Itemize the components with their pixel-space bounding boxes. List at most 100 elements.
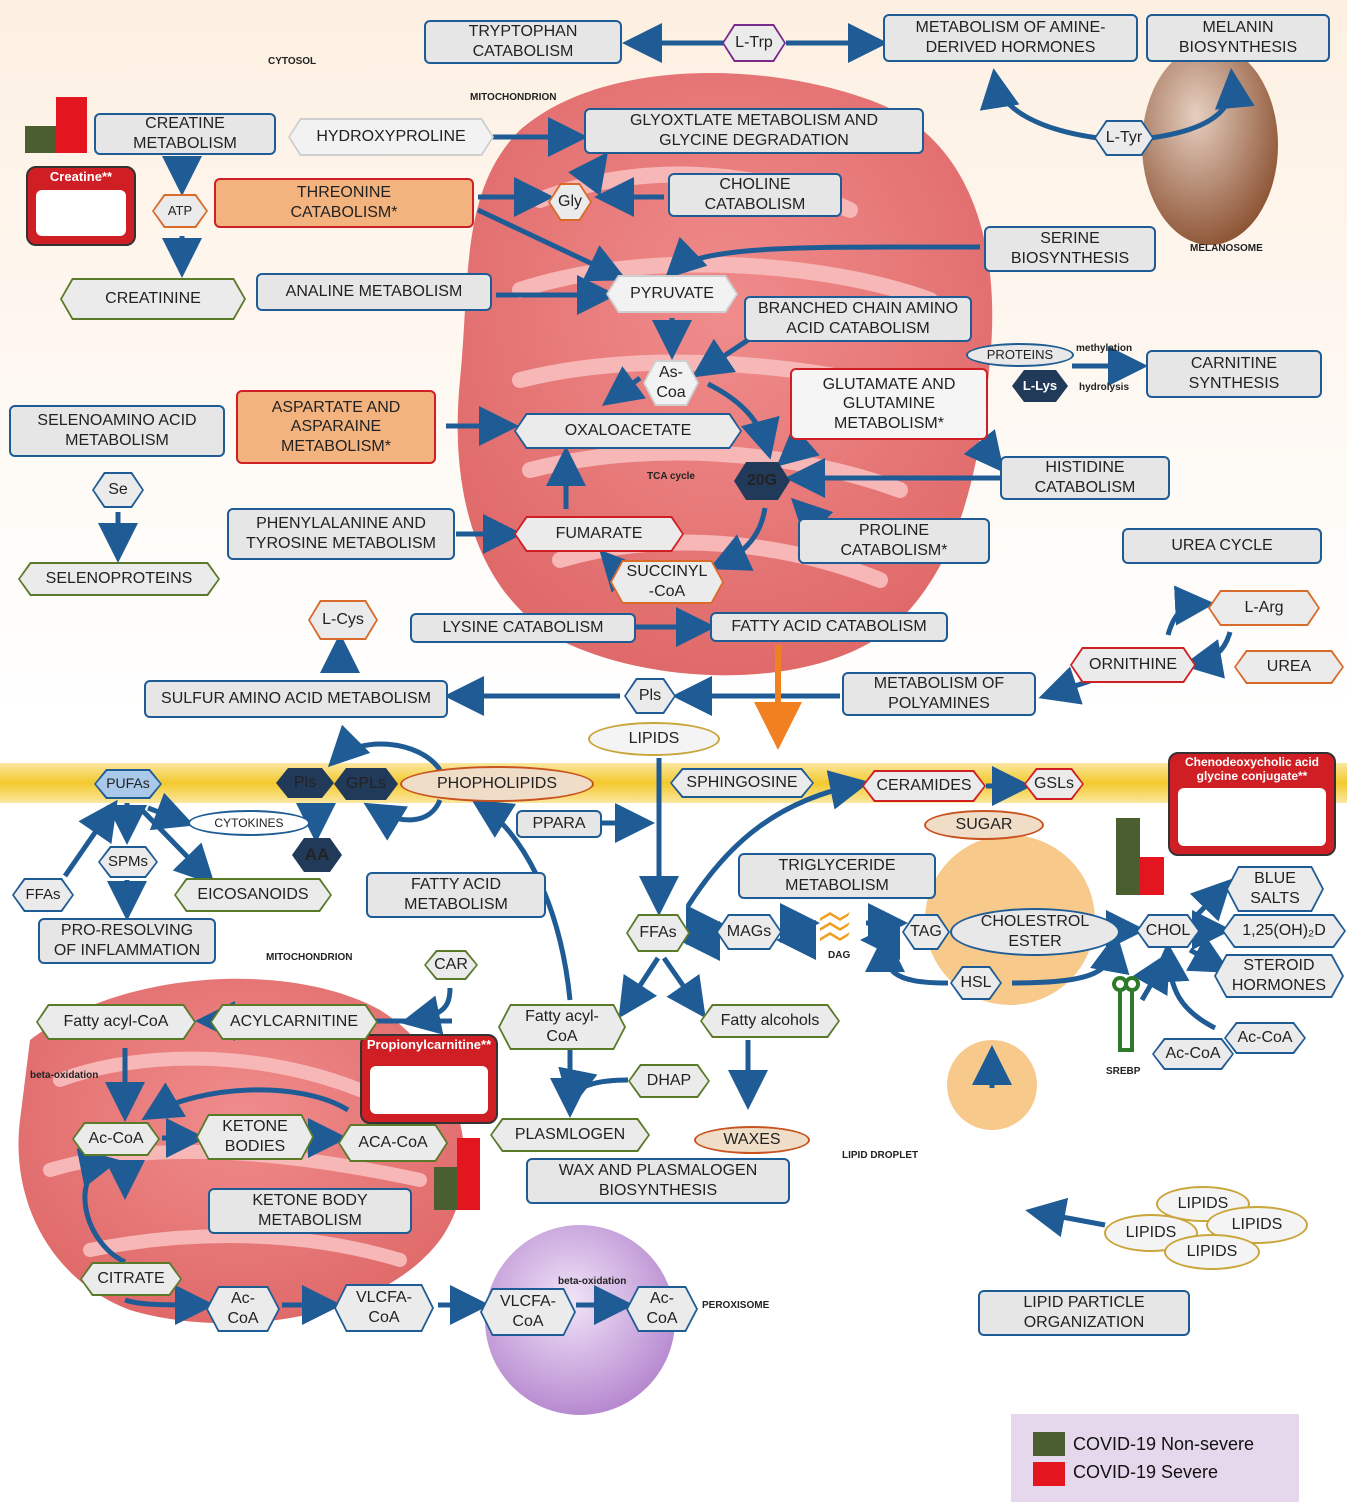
phenylalanine-tyrosine-metabolism: PHENYLALANINE AND TYROSINE METABOLISM: [227, 508, 455, 560]
ffas-mid-node: FFAs: [626, 914, 690, 952]
l-cys-node: L-Cys: [308, 600, 378, 640]
mags-node: MAGs: [716, 914, 782, 950]
urea-cycle: UREA CYCLE: [1122, 528, 1322, 564]
proteins-node: PROTEINS: [966, 343, 1074, 367]
tag-node: TAG: [902, 914, 950, 950]
gly-node: Gly: [548, 183, 592, 221]
aspartate-asparagine-metabolism: ASPARTATE AND ASPARAINE METABOLISM*: [236, 390, 436, 464]
lipid-particle-organization: LIPID PARTICLE ORGANIZATION: [978, 1290, 1190, 1336]
gpls-node: GPLs: [334, 768, 398, 800]
fatty-acyl-coa-left: Fatty acyl-CoA: [36, 1004, 196, 1040]
pyruvate-node: PYRUVATE: [606, 275, 738, 313]
beta-oxidation-label-1: beta-oxidation: [30, 1070, 99, 1081]
ac-coa-left-node: Ac-CoA: [1152, 1038, 1234, 1070]
propionylcarnitine-bars: [434, 1138, 480, 1210]
pls-mid-node: Pls: [276, 768, 334, 798]
hydroxyproline-node: HYDROXYPROLINE: [288, 118, 494, 156]
pufas-node: PUFAs: [94, 769, 162, 799]
ac-coa-mito-node: Ac-CoA: [72, 1122, 160, 1156]
bcaa-catabolism: BRANCHED CHAIN AMINO ACID CATABOLISM: [744, 296, 972, 342]
vlcfa-coa-1: VLCFA- CoA: [334, 1284, 434, 1332]
beta-oxidation-label-2: beta-oxidation: [558, 1276, 627, 1287]
oxaloacetate-node: OXALOACETATE: [514, 413, 742, 449]
hsl-node: HSL: [950, 966, 1002, 1000]
histidine-catabolism: HISTIDINE CATABOLISM: [1000, 456, 1170, 500]
lipids-top-node: LIPIDS: [588, 722, 720, 756]
blue-salts-node: BLUE SALTS: [1226, 866, 1324, 912]
srebp-label: SREBP: [1106, 1066, 1141, 1077]
vitamin-d-node: 1,25(OH)₂D: [1222, 914, 1346, 948]
ketone-body-metabolism: KETONE BODY METABOLISM: [208, 1188, 412, 1234]
choline-catabolism: CHOLINE CATABOLISM: [668, 173, 842, 217]
se-node: Se: [92, 472, 144, 508]
melanosome-label: MELANOSOME: [1190, 243, 1263, 254]
fatty-alcohols-node: Fatty alcohols: [700, 1004, 840, 1038]
carnitine-synthesis: CARNITINE SYNTHESIS: [1146, 350, 1322, 398]
plasmlogen-node: PLASMLOGEN: [490, 1118, 650, 1152]
citrate-node: CITRATE: [80, 1262, 182, 1296]
waxes-node: WAXES: [694, 1126, 810, 1154]
ac-coa-right-node: Ac-CoA: [1224, 1022, 1306, 1054]
amine-hormones-metabolism: METABOLISM OF AMINE- DERIVED HORMONES: [883, 14, 1138, 62]
spms-node: SPMs: [98, 846, 158, 878]
sphingosine-node: SPHINGOSINE: [670, 768, 814, 798]
cdca-bars: [1116, 818, 1164, 895]
legend-label-non-severe: COVID-19 Non-severe: [1073, 1434, 1255, 1454]
creatine-callout: Creatine**: [26, 166, 136, 246]
steroid-hormones-node: STEROID HORMONES: [1214, 954, 1344, 998]
l-arg-node: L-Arg: [1208, 590, 1320, 626]
ac-coa-bottom-2: Ac- CoA: [626, 1286, 698, 1332]
selenoamino-acid-metabolism: SELENOAMINO ACID METABOLISM: [9, 405, 225, 457]
propionylcarnitine-severe-bar: [457, 1138, 480, 1210]
cytokines-node: CYTOKINES: [188, 810, 310, 836]
creatinine-node: CREATININE: [60, 278, 246, 320]
urea-node: UREA: [1234, 650, 1344, 684]
mitochondrion-bottom-label: MITOCHONDRION: [266, 952, 353, 963]
peroxisome-label: PEROXISOME: [702, 1300, 770, 1311]
polyamines-metabolism: METABOLISM OF POLYAMINES: [842, 672, 1036, 716]
tca-cycle-label: TCA cycle: [647, 471, 695, 482]
fatty-acid-metabolism: FATTY ACID METABOLISM: [366, 872, 546, 918]
ffas-left-node: FFAs: [12, 878, 74, 912]
l-trp-node: L-Trp: [722, 24, 786, 62]
lipid-droplet-label: LIPID DROPLET: [842, 1150, 919, 1161]
methylation-label: methylation: [1076, 343, 1133, 354]
sulfur-amino-acid-metabolism: SULFUR AMINO ACID METABOLISM: [144, 680, 448, 718]
cdca-severe-bar: [1140, 856, 1164, 895]
fatty-acyl-coa-mid: Fatty acyl- CoA: [498, 1004, 626, 1050]
legend: COVID-19 Non-severe COVID-19 Severe: [1011, 1414, 1299, 1502]
legend-swatch-severe: [1033, 1462, 1065, 1486]
propionylcarnitine-callout: Propionylcarnitine**: [360, 1034, 498, 1124]
2og-node: 20G: [734, 462, 790, 500]
proline-catabolism: PROLINE CATABOLISM*: [798, 518, 990, 564]
creatine-severe-bar: [56, 97, 87, 153]
l-lys-node: L-Lys: [1012, 370, 1068, 402]
hydrolysis-label: hydrolysis: [1079, 382, 1130, 393]
wax-plasmalogen-biosynthesis: WAX AND PLASMALOGEN BIOSYNTHESIS: [526, 1158, 790, 1204]
ornithine-node: ORNITHINE: [1070, 647, 1196, 683]
fumarate-node: FUMARATE: [514, 516, 684, 552]
cytosol-label: CYTOSOL: [268, 56, 317, 67]
gsls-node: GSLs: [1024, 768, 1084, 800]
legend-label-severe: COVID-19 Severe: [1073, 1462, 1219, 1482]
ketone-bodies-node: KETONE BODIES: [196, 1114, 314, 1160]
creatine-title: Creatine**: [49, 169, 113, 184]
ac-coa-bottom-1: Ac- CoA: [206, 1286, 280, 1332]
cdca-structure-image: [1178, 788, 1326, 846]
creatine-bars: [25, 97, 87, 153]
sugar-node: SUGAR: [924, 810, 1044, 840]
glutamate-glutamine-metabolism: GLUTAMATE AND GLUTAMINE METABOLISM*: [790, 368, 988, 440]
analine-metabolism: ANALINE METABOLISM: [256, 273, 492, 311]
dag-label: DAG: [828, 950, 851, 961]
lysine-catabolism: LYSINE CATABOLISM: [410, 613, 636, 643]
ppara-node: PPARA: [516, 810, 602, 838]
cdca-callout: Chenodeoxycholic acid glycine conjugate*…: [1168, 752, 1336, 856]
aa-node: AA: [292, 838, 342, 872]
ceramides-node: CERAMIDES: [862, 770, 986, 802]
atp-node: ATP: [152, 194, 208, 228]
dhap-node: DHAP: [628, 1064, 710, 1098]
selenoproteins-node: SELENOPROTEINS: [18, 562, 220, 596]
creatine-non-severe-bar: [25, 126, 56, 153]
cdca-non-severe-bar: [1116, 818, 1140, 895]
car-node: CAR: [424, 950, 478, 980]
